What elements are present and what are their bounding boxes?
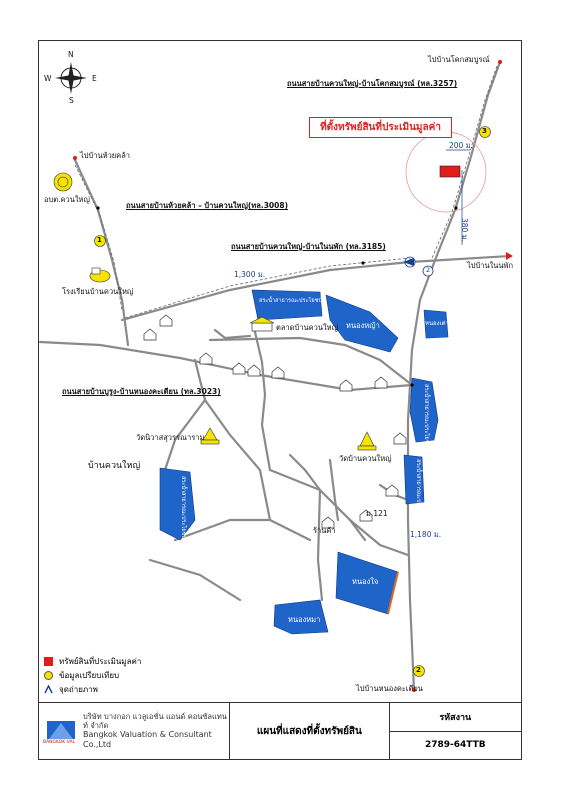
ponds xyxy=(159,289,449,635)
road-junctions xyxy=(96,206,458,387)
legend-photo: จุดถ่ายภาพ xyxy=(44,682,141,696)
compass-s: S xyxy=(69,96,74,105)
legend-subject-label: ทรัพย์สินที่ประเมินมูลค่า xyxy=(59,656,142,666)
compass-rose: N S E W xyxy=(44,50,98,105)
dest-huay-khla: ไปบ้านห้วยคล้า xyxy=(80,151,131,160)
pond-6-label: หนองใจ xyxy=(352,577,379,586)
company-name-th: บริษัท บางกอก แวลูเอชั่น แอนด์ คอนซัลแทน… xyxy=(83,712,227,730)
place-wat-khuan: วัดบ้านควนใหญ่ xyxy=(339,454,392,463)
marker-2-label: 2 xyxy=(416,666,421,674)
legend-photo-label: จุดถ่ายภาพ xyxy=(59,684,98,694)
pond-3-label: หนองเต่า xyxy=(425,320,449,327)
pond-3 xyxy=(423,309,449,339)
school-icon xyxy=(89,267,111,283)
dest-nong-khatian: ไปบ้านหนองคะเตียน xyxy=(356,684,423,693)
comparison-markers xyxy=(94,126,491,677)
compass-icon xyxy=(55,62,87,94)
marker-3-label: 3 xyxy=(482,127,487,135)
map-legend: ทรัพย์สินที่ประเมินมูลค่า ข้อมูลเปรียบเท… xyxy=(44,654,141,696)
house-icons xyxy=(143,314,407,529)
compass-e: E xyxy=(92,74,97,83)
subject-label: ที่ตั้งทรัพย์สินที่ประเมินมูลค่า xyxy=(309,117,452,138)
road-3257-line xyxy=(406,60,502,692)
destination-points xyxy=(73,60,502,692)
dimension-lines xyxy=(446,149,470,245)
temple-icons xyxy=(200,427,377,451)
pond-7 xyxy=(273,599,329,635)
photo-1-label: 1 xyxy=(408,257,413,265)
road-3023-line xyxy=(38,340,414,392)
pond-5 xyxy=(403,454,425,505)
road-3008-label: ถนนสายบ้านห้วยคล้า – บ้านควนใหญ่(ทล.3008… xyxy=(126,201,288,210)
legend-comparison-label: ข้อมูลเปรียบเทียบ xyxy=(59,670,120,680)
title-block: BANGKOK VAL บริษัท บางกอก แวลูเอชั่น แอน… xyxy=(38,703,522,760)
code-block: รหัสงาน 2789-64TTB xyxy=(389,703,521,759)
road-3185-label: ถนนสายบ้านควนใหญ่-บ้านในนพัก (ทล.3185) xyxy=(231,242,386,251)
map-title: แผนที่แสดงที่ตั้งทรัพย์สิน xyxy=(230,703,390,759)
compass-n: N xyxy=(68,50,74,59)
pond-8 xyxy=(159,467,196,541)
road-3185-line xyxy=(120,254,512,322)
subject-parcel xyxy=(439,165,461,178)
distance-200: 200 ม. xyxy=(449,141,474,150)
distance-1180: 1,180 ม. xyxy=(410,530,442,539)
company-name: บริษัท บางกอก แวลูเอชั่น แอนด์ คอนซัลแทน… xyxy=(83,712,229,749)
place-store: ร้านค้า xyxy=(313,526,336,535)
distance-380: 380 ม. xyxy=(460,218,469,243)
code-value: 2789-64TTB xyxy=(424,740,486,751)
marker-1-label: 1 xyxy=(97,236,102,244)
photo-point-icon xyxy=(44,684,53,693)
company-block: BANGKOK VAL บริษัท บางกอก แวลูเอชั่น แอน… xyxy=(39,703,231,759)
map-frame xyxy=(38,40,522,703)
pond-5-label: สระน้ำสาธารณะประโยชน์ xyxy=(415,459,421,523)
logo-caption: BANGKOK VAL xyxy=(43,740,76,745)
photo-2-label: 2 xyxy=(426,266,431,274)
company-logo: BANGKOK VAL xyxy=(43,715,77,747)
place-moo121: ม.121 xyxy=(366,509,388,518)
pond-8-label: สระน้ำสาธารณะประโยชน์ xyxy=(180,476,186,540)
pond-2-label: หนองหญ้า xyxy=(346,321,380,330)
legend-comparison-swatch xyxy=(44,670,53,680)
company-name-en: Bangkok Valuation & Consultant Co.,Ltd xyxy=(83,730,212,749)
place-wat-suwan: วัดนิวาสสุวรรณาราม xyxy=(136,433,205,442)
dest-kok-somboon: ไปบ้านโคกสมบูรณ์ xyxy=(428,55,490,64)
legend-subject-swatch xyxy=(44,656,53,666)
distance-1300: 1,300 ม. xyxy=(234,270,266,279)
road-3257-label: ถนนสายบ้านควนใหญ่-บ้านโคกสมบูรณ์ (ทล.325… xyxy=(287,79,458,88)
pond-4 xyxy=(409,377,439,443)
compass-w: W xyxy=(44,74,52,83)
place-village: บ้านควนใหญ่ xyxy=(88,461,141,471)
logo-icon xyxy=(47,721,75,739)
place-obt: อบต.ควนใหญ่ xyxy=(44,195,90,204)
place-market: ตลาดบ้านควนใหญ่ xyxy=(276,323,338,332)
photo-markers xyxy=(403,256,434,277)
market-icon xyxy=(249,316,275,332)
code-label: รหัสงาน xyxy=(389,703,521,732)
legend-subject: ทรัพย์สินที่ประเมินมูลค่า xyxy=(44,654,141,668)
road-3008-line xyxy=(73,158,130,347)
dest-nai-phak: ไปบ้านในนพัก xyxy=(467,261,514,270)
pond-7-label: หนองหมา xyxy=(288,615,321,624)
road-3023-label: ถนนสายบ้านบูรูง-บ้านหนองคะเตียน (ทล.3023… xyxy=(62,387,221,396)
legend-comparison: ข้อมูลเปรียบเทียบ xyxy=(44,668,141,682)
pond-6-edge xyxy=(387,571,399,615)
place-school: โรงเรียนบ้านควนใหญ่ xyxy=(62,287,134,296)
pond-4-label: สระน้ำสาธารณะประโยชน์ xyxy=(423,384,429,448)
obt-icon xyxy=(53,172,73,192)
route-lines xyxy=(74,65,498,319)
pond-2 xyxy=(325,294,399,353)
arrow-east xyxy=(506,252,513,260)
pond-1 xyxy=(251,289,323,321)
pond-1-label: สระน้ำสาธารณะประโยชน์ xyxy=(259,298,323,304)
road-network xyxy=(38,60,512,692)
